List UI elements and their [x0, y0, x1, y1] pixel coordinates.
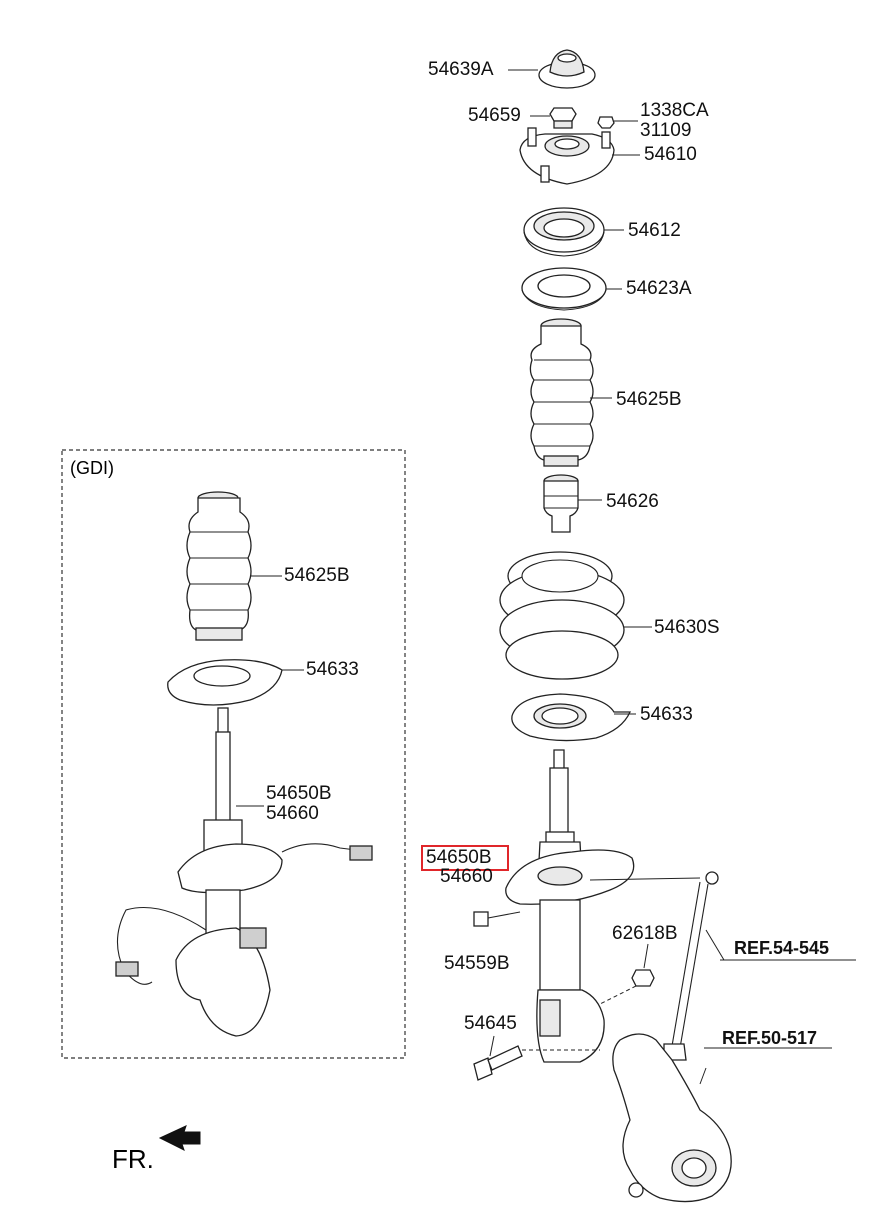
label-54630S[interactable]: 54630S — [654, 617, 720, 638]
gdi-part-54633-seat[interactable] — [167, 659, 283, 706]
label-1338CA[interactable]: 1338CA — [640, 100, 709, 121]
part-54623A-seat[interactable] — [521, 267, 607, 311]
highlight-54650B — [421, 845, 509, 871]
part-54626-bumpstop[interactable] — [543, 474, 579, 533]
front-arrow-icon — [158, 1125, 201, 1151]
part-54612-bearing[interactable] — [523, 207, 605, 257]
label-31109[interactable]: 31109 — [640, 120, 692, 141]
part-54659-nut[interactable] — [549, 107, 577, 129]
label-54625B[interactable]: 54625B — [616, 389, 682, 410]
label-54645[interactable]: 54645 — [464, 1013, 517, 1034]
part-54610-mount[interactable] — [519, 127, 615, 185]
gdi-part-54625B-boot[interactable] — [186, 491, 252, 641]
part-knuckle[interactable] — [612, 1033, 832, 1203]
label-54659[interactable]: 54659 — [468, 105, 521, 126]
label-54623A[interactable]: 54623A — [626, 278, 692, 299]
label-54650B[interactable]: 54650B — [426, 847, 492, 868]
ref-50-517-link[interactable]: REF.50-517 — [722, 1028, 818, 1048]
front-indicator: FR. — [112, 1144, 154, 1174]
label-54610[interactable]: 54610 — [644, 144, 697, 165]
part-54645-bolt[interactable] — [473, 1035, 600, 1081]
part-54559B-nut[interactable] — [473, 911, 521, 927]
part-stabilizer-link[interactable] — [589, 871, 856, 1061]
part-54639A-cap[interactable] — [538, 49, 596, 89]
gdi-label-54625B[interactable]: 54625B — [284, 565, 350, 586]
label-62618B[interactable]: 62618B — [612, 923, 678, 944]
gdi-label-54660[interactable]: 54660 — [266, 803, 319, 824]
part-1338CA-bolt[interactable] — [597, 116, 615, 129]
label-54633[interactable]: 54633 — [640, 704, 693, 725]
label-54660[interactable]: 54660 — [440, 866, 493, 887]
gdi-part-54650B-strut[interactable] — [115, 707, 373, 1037]
gdi-label-54650B[interactable]: 54650B — [266, 783, 332, 804]
label-54626[interactable]: 54626 — [606, 491, 659, 512]
part-54630S-spring[interactable] — [499, 551, 625, 680]
gdi-label-54633[interactable]: 54633 — [306, 659, 359, 680]
gdi-title: (GDI) — [70, 458, 114, 478]
gdi-frame — [61, 449, 406, 1059]
label-54612[interactable]: 54612 — [628, 220, 681, 241]
ref-54-545-link[interactable]: REF.54-545 — [734, 938, 830, 958]
part-54633-seat[interactable] — [511, 693, 632, 742]
label-54559B[interactable]: 54559B — [444, 953, 510, 974]
part-62618B-nut[interactable] — [599, 943, 655, 1005]
part-54625B-boot[interactable] — [529, 318, 594, 467]
label-54639A[interactable]: 54639A — [428, 59, 494, 80]
part-54650B-strut[interactable] — [505, 749, 635, 1063]
